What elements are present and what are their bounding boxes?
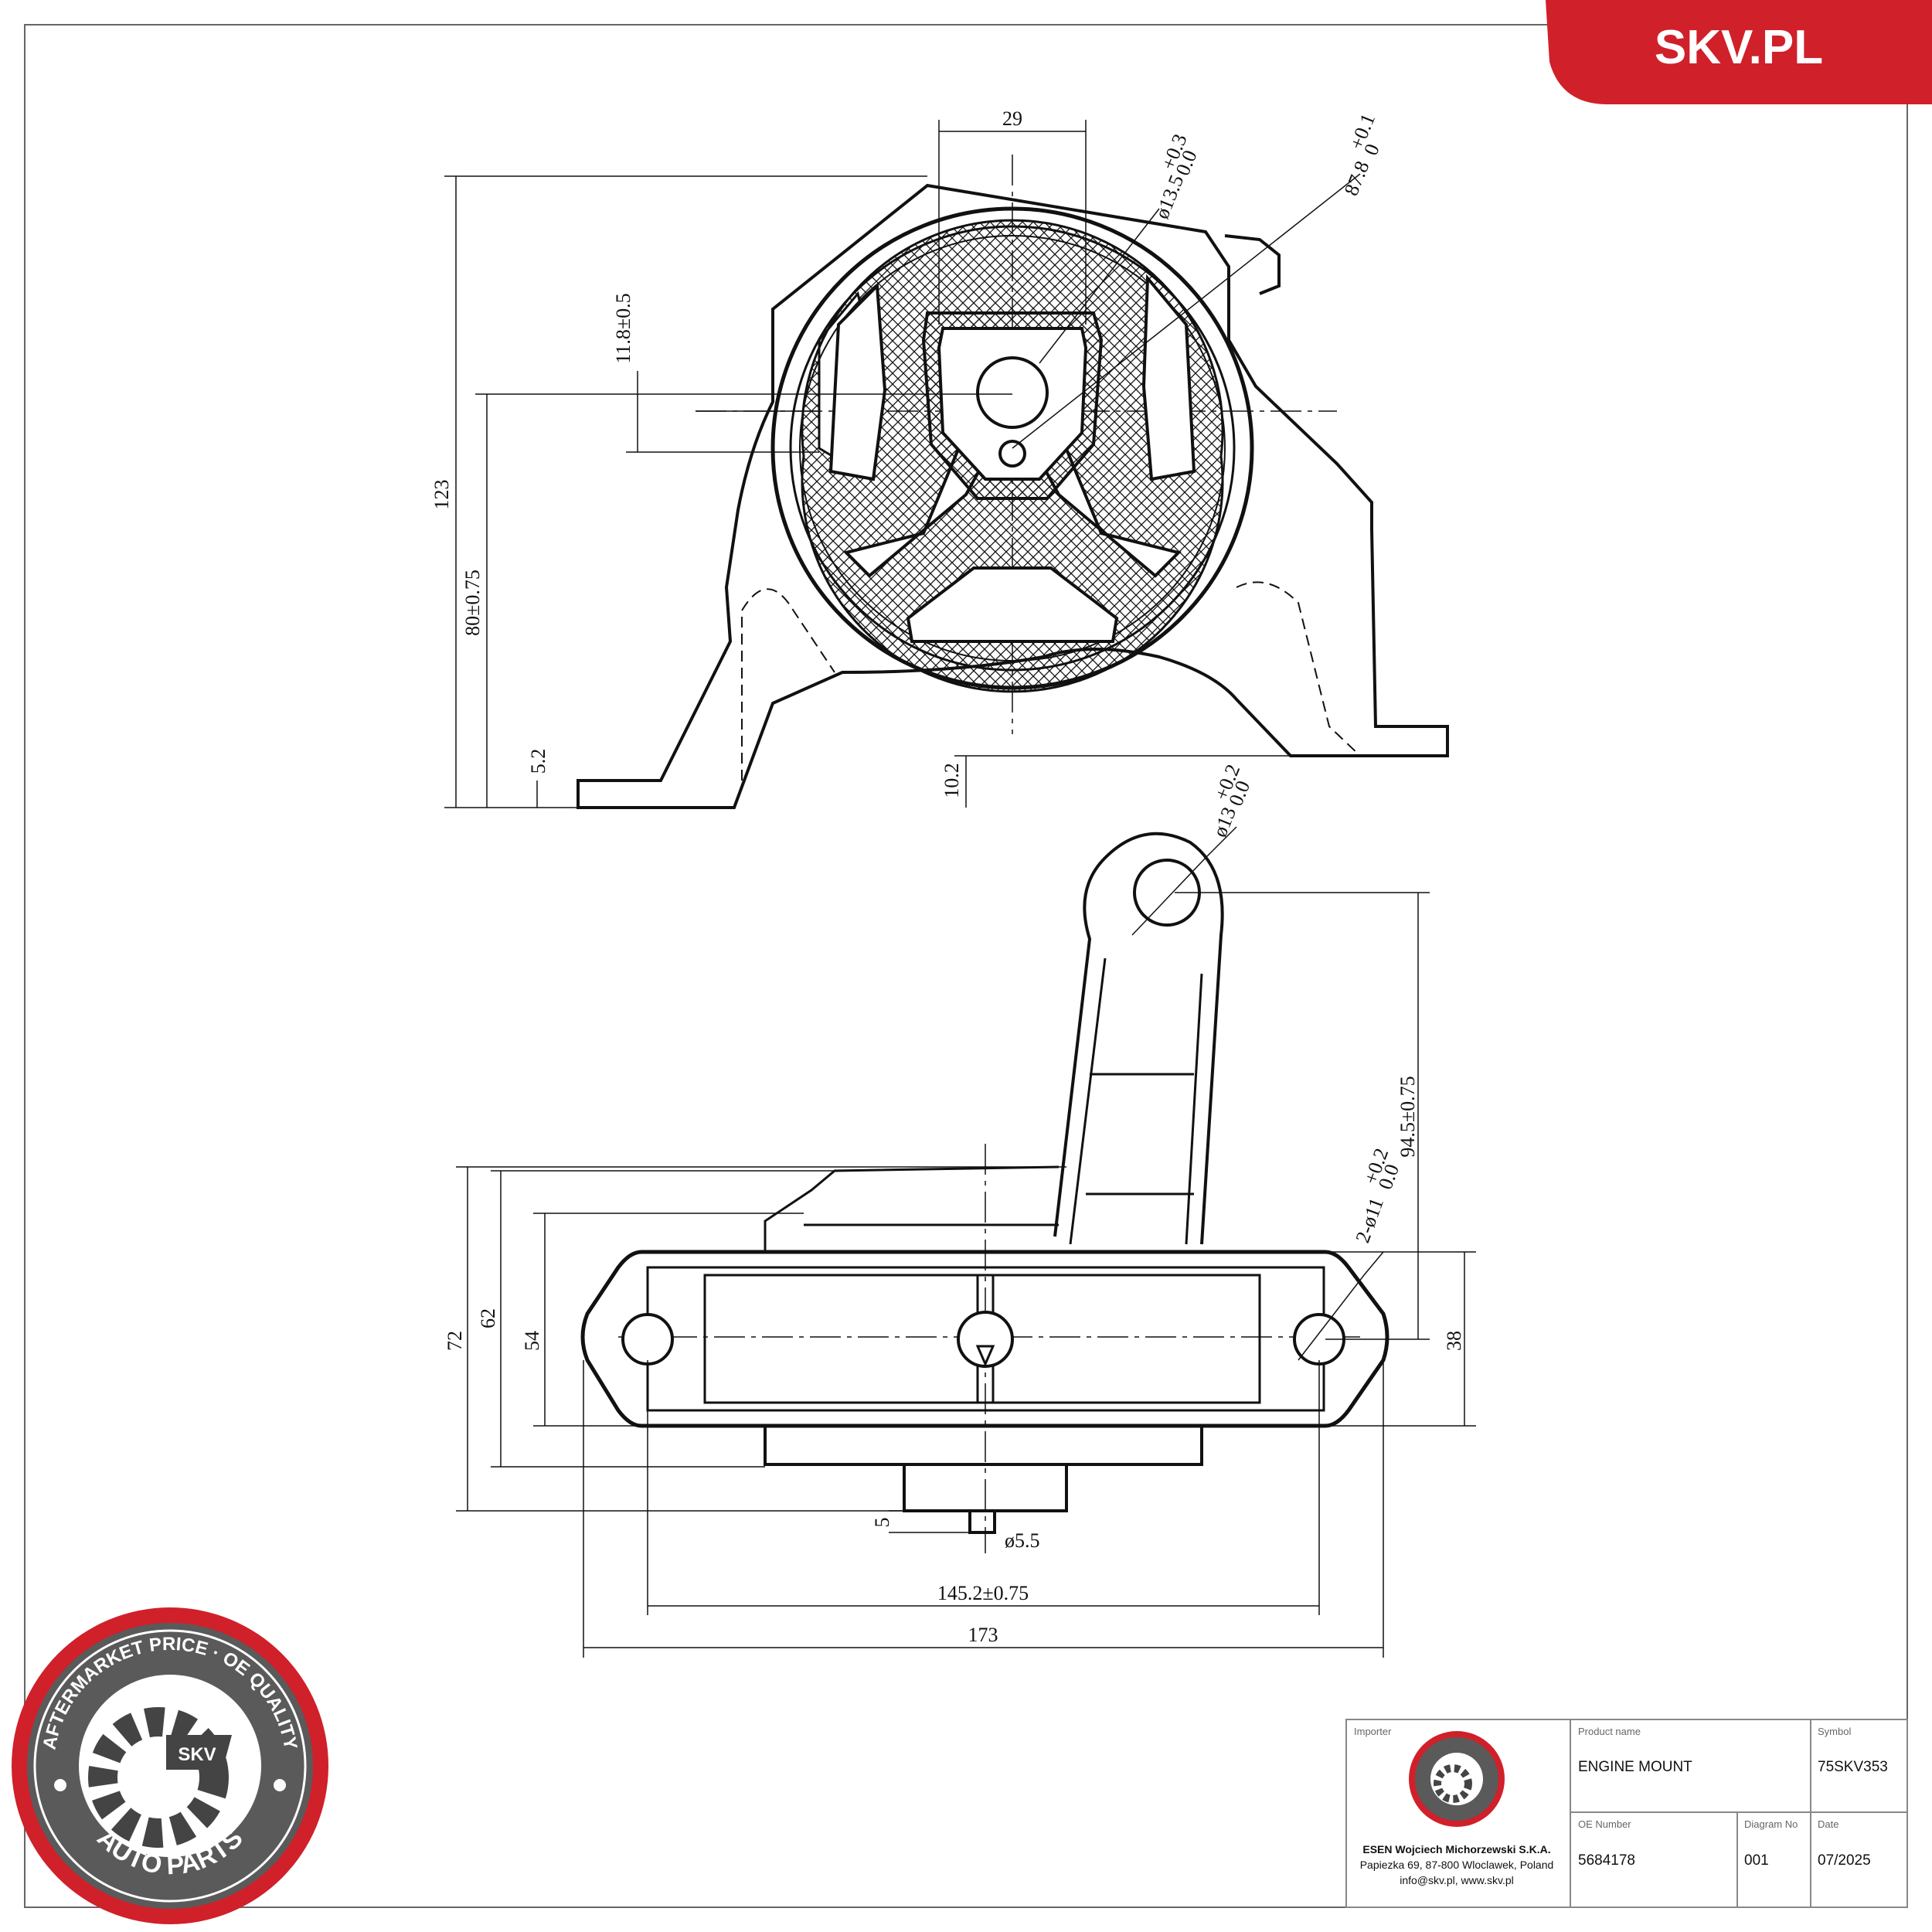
dim-width-top: 29 [1002,107,1022,130]
brand-tab[interactable]: SKV.PL [1546,0,1932,104]
importer-logo [1409,1731,1505,1827]
date-value: 07/2025 [1818,1852,1871,1869]
dim-foot-left: 5.2 [527,749,549,774]
brand-site-text: SKV.PL [1655,21,1823,74]
oe-label: OE Number [1578,1818,1631,1830]
dim-38: 38 [1443,1331,1465,1351]
dim-offset: 11.8±0.5 [612,293,634,363]
small-hole [998,440,1026,468]
front-view: 29 ø13.5 +0.3 0.0 87.8 +0.1 0 123 80±0.7… [430,107,1449,809]
bore-hole [976,356,1049,429]
oe-value: 5684178 [1578,1852,1635,1869]
center-stud [957,1311,1014,1368]
top-view: 72 62 54 94.5±0.75 38 ø13 +0.2 0.0 2-ø11… [444,761,1476,1658]
dim-pin-diameter: ø5.5 [1005,1529,1040,1552]
dim-62: 62 [477,1308,499,1328]
product-label: Product name [1578,1726,1641,1737]
importer-address: Papiezka 69, 87-800 Wloclawek, Poland [1360,1859,1554,1871]
mount-arm [1053,832,1224,1245]
diagram-value: 001 [1744,1852,1769,1869]
dim-total-height: 123 [430,480,453,510]
title-block: Importer ESEN Wojciech Michorzewski S.K.… [1345,1719,1908,1908]
dim-72: 72 [444,1331,466,1351]
diagram-label: Diagram No [1744,1818,1798,1830]
locating-pin [968,1509,996,1534]
drawing-frame [24,24,1908,1908]
svg-text:SKV: SKV [178,1744,216,1765]
svg-text:0: 0 [1359,141,1384,158]
dim-foot-right: 10.2 [940,763,963,798]
gear-icon [88,1707,229,1848]
dim-pin-length: 5 [871,1518,893,1528]
symbol-label: Symbol [1818,1726,1851,1737]
dim-axis-height: 80±0.75 [461,570,484,636]
dim-eye-hole: ø13 [1209,804,1240,840]
dim-diameter: 87.8 [1340,158,1374,199]
dim-mount-holes: 2-ø11 [1351,1195,1388,1246]
importer-contact: info@skv.pl, www.skv.pl [1400,1874,1514,1886]
dim-arm-reach: 94.5±0.75 [1396,1076,1419,1157]
product-value: ENGINE MOUNT [1578,1759,1692,1775]
importer-name: ESEN Wojciech Michorzewski S.K.A. [1362,1843,1550,1855]
importer-label: Importer [1354,1726,1392,1737]
dim-overall-length: 173 [968,1624,998,1646]
date-label: Date [1818,1818,1838,1830]
dim-hole-spacing: 145.2±0.75 [937,1582,1029,1604]
base-plate[interactable] [580,1250,1389,1428]
skv-seal: AFTERMARKET PRICE · OE QUALITY AUTO PART… [12,1607,328,1924]
dim-bore: ø13.5 [1151,172,1189,222]
dim-54: 54 [521,1331,543,1351]
mount-hole-left [621,1313,674,1366]
symbol-value: 75SKV353 [1818,1759,1888,1775]
